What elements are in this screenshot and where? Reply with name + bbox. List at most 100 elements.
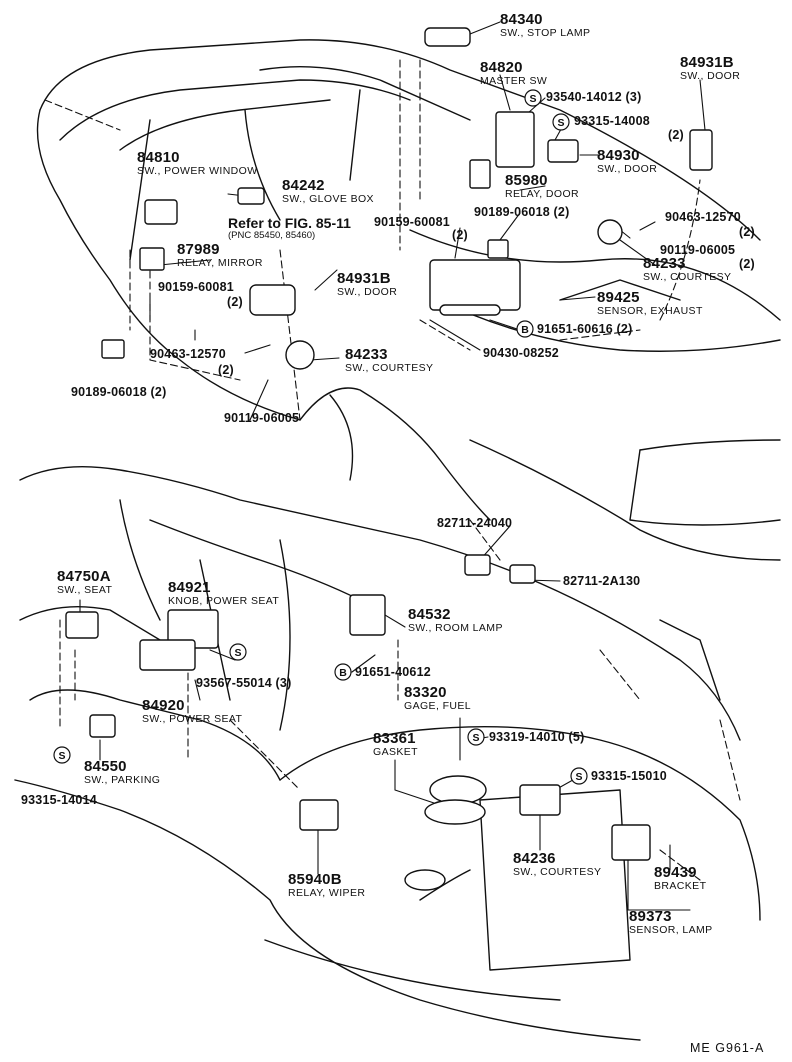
s-marker-label: S [529, 93, 536, 105]
partno-90189-left: 90189-06018 (2) [71, 385, 167, 399]
door-switch-left-part [249, 284, 296, 316]
callout-84233-left: 84233 SW., COURTESY [345, 347, 433, 374]
part-number: 84920 [142, 697, 185, 714]
courtesy-switch-right-part [597, 219, 623, 245]
marker-circles [53, 89, 588, 785]
bracket-part [487, 239, 509, 259]
part-number: 84750A [57, 568, 111, 585]
wiper-relay-part [299, 799, 339, 831]
part-number: 83361 [373, 730, 416, 747]
partno-93315-14008: 93315-14008 [574, 114, 650, 128]
part-number: 84236 [513, 850, 556, 867]
part-number: 84233 [643, 255, 686, 272]
b-marker-icon [334, 663, 352, 681]
glove-box-switch-part [237, 187, 265, 205]
callout-84920: 84920 SW., POWER SEAT [142, 698, 242, 725]
partno-82711-2a130: 82711-2A130 [563, 574, 641, 588]
master-switch-part [495, 111, 535, 168]
part-number: 84233 [345, 346, 388, 363]
exhaust-sensor-part [439, 304, 501, 316]
s-marker-icon [467, 728, 485, 746]
partno-quantity: (2) [218, 363, 234, 377]
grommet-part [464, 554, 491, 576]
grommet-b-part [509, 564, 536, 584]
part-number: 87989 [177, 241, 220, 258]
door-relay-part [469, 159, 491, 189]
partno-90189-right: 90189-06018 (2) [474, 205, 570, 219]
lamp-sensor-part [611, 824, 651, 861]
component-shapes [65, 27, 713, 891]
callout-84810: 84810 SW., POWER WINDOW [137, 150, 258, 177]
partno-91651-40612: 91651-40612 [355, 665, 431, 679]
partno-quantity: (2) [739, 257, 755, 271]
callout-84532: 84532 SW., ROOM LAMP [408, 607, 503, 634]
partno-93540: 93540-14012 (3) [546, 90, 642, 104]
partno-93315-15010: 93315-15010 [591, 769, 667, 783]
s-marker-label: S [234, 647, 241, 659]
part-description: SW., ROOM LAMP [408, 622, 503, 634]
part-number: 84242 [282, 177, 325, 194]
callout-84931b-left: 84931B SW., DOOR [337, 271, 397, 298]
partno-quantity: (2) [452, 228, 468, 242]
door-switch-part [547, 139, 579, 163]
refer-note-sub: (PNC 85450, 85460) [228, 230, 316, 241]
part-description: SW., PARKING [84, 774, 161, 786]
callout-84750a: 84750A SW., SEAT [57, 569, 112, 596]
stop-lamp-switch-part [424, 27, 471, 47]
part-description: SW., DOOR [680, 70, 741, 82]
parking-switch-part [89, 714, 116, 738]
callout-89439: 89439 BRACKET [654, 865, 706, 892]
partno-90463-right: 90463-12570 [665, 210, 741, 224]
part-number: 84931B [337, 270, 391, 287]
callout-84921: 84921 KNOB, POWER SEAT [168, 580, 279, 607]
callout-87989: 87989 RELAY, MIRROR [177, 242, 263, 269]
part-description: SW., SEAT [57, 584, 113, 596]
gasket-part [424, 799, 486, 825]
part-description: KNOB, POWER SEAT [168, 595, 280, 607]
partno-90119-right: 90119-06005 [660, 243, 736, 257]
callout-84931b-right: 84931B SW., DOOR [680, 55, 740, 82]
upper-body-outline [36, 39, 781, 561]
s-marker-label: S [557, 117, 564, 129]
b-marker-icon [516, 320, 534, 338]
part-number: 89425 [597, 289, 640, 306]
partno-90159-left: 90159-60081 [158, 280, 234, 294]
mirror-relay-part [139, 247, 165, 271]
room-lamp-switch-part [349, 594, 386, 636]
figure-code: ME G961-A [690, 1041, 765, 1055]
s-marker-icon [229, 643, 247, 661]
refer-note: Refer to FIG. 85-11 (PNC 85450, 85460) [228, 216, 351, 241]
part-description: SW., POWER WINDOW [137, 165, 258, 177]
part-number: 85980 [505, 172, 548, 189]
callout-84820: 84820 MASTER SW [480, 60, 547, 87]
upper-dashed-leaders [44, 59, 701, 421]
part-description: SW., COURTESY [513, 866, 602, 878]
part-number: 84931B [680, 54, 734, 71]
callout-85940b: 85940B RELAY, WIPER [288, 872, 365, 899]
door-switch-right-part [689, 129, 713, 171]
part-number: 84820 [480, 59, 523, 76]
callout-89425: 89425 SENSOR, EXHAUST [597, 290, 703, 317]
part-description: SW., GLOVE BOX [282, 193, 374, 205]
callout-83361: 83361 GASKET [373, 731, 418, 758]
seat-switch-part [65, 611, 99, 639]
callout-84233-right: 84233 SW., COURTESY [643, 256, 731, 283]
part-number: 84340 [500, 11, 543, 28]
partno-91651-60616: 91651-60616 (2) [537, 322, 633, 336]
part-description: SW., DOOR [597, 163, 658, 175]
part-description: RELAY, WIPER [288, 887, 366, 899]
part-number: 83320 [404, 684, 447, 701]
power-window-switch-part [144, 199, 178, 225]
callout-84242: 84242 SW., GLOVE BOX [282, 178, 374, 205]
partno-90119-left: 90119-06005 [224, 411, 300, 425]
power-seat-switch-part [139, 639, 196, 671]
partno-82711-24040: 82711-24040 [437, 516, 513, 530]
part-number: 84532 [408, 606, 451, 623]
courtesy-switch-left-part [285, 340, 315, 370]
clip-part [101, 339, 125, 359]
part-description: SW., COURTESY [643, 271, 732, 283]
part-number: 85940B [288, 871, 342, 888]
callout-84236: 84236 SW., COURTESY [513, 851, 601, 878]
